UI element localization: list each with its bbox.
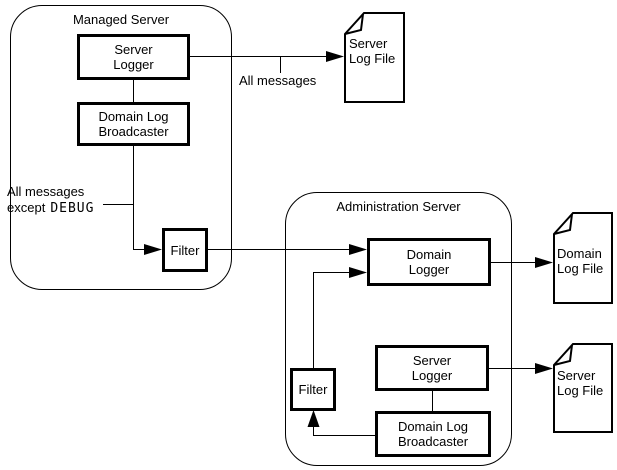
server-logger-managed-label-line2: Logger <box>113 57 154 72</box>
broadcaster-admin-label-line1: Domain Log <box>397 419 469 434</box>
edge-broadcaster-admin-to-filter-admin <box>307 410 375 436</box>
broadcaster-managed-label-line1: Domain Log <box>98 109 169 124</box>
administration-server-title: Administration Server <box>336 199 461 214</box>
server-log-file-top-icon <box>344 12 405 103</box>
domain-log-file-icon <box>553 212 613 304</box>
except-word: except <box>7 200 46 215</box>
all-messages-except-debug-label: All messages except DEBUG <box>7 184 94 217</box>
edge-serverlogger-to-serverlogfile-top <box>190 51 344 62</box>
domain-log-file-line2: Log File <box>557 261 604 276</box>
broadcaster-admin-label-line2: Broadcaster <box>397 434 469 449</box>
edge-domainlogger-to-domainlogfile <box>491 257 553 268</box>
edge-serverlogger-admin-to-serverlogfile-bottom <box>489 363 553 374</box>
domain-logger-label-line2: Logger <box>408 262 450 277</box>
filter-managed-label: Filter <box>170 242 200 258</box>
server-log-file-bottom-line1: Server <box>557 368 596 383</box>
server-logger-admin-label-line2: Logger <box>411 368 453 383</box>
server-log-file-top-line1: Server <box>349 36 388 51</box>
domain-log-file-line1: Domain <box>557 246 602 261</box>
server-logger-managed-box: Server Logger <box>77 34 190 80</box>
edge-broadcaster-to-filter-managed <box>133 146 162 255</box>
managed-server-container: Managed Server <box>10 5 232 290</box>
server-log-file-top-label: Server Log File <box>349 36 395 66</box>
debug-code-text: DEBUG <box>50 201 95 216</box>
all-messages-label: All messages <box>239 73 317 88</box>
except-debug-line1: All messages <box>7 184 85 199</box>
edge-filter-managed-to-domainlogger <box>208 244 367 255</box>
domain-logger-label-line1: Domain <box>406 247 452 262</box>
administration-server-container: Administration Server <box>285 192 512 466</box>
broadcaster-managed-label-line2: Broadcaster <box>98 124 169 139</box>
filter-managed-box: Filter <box>162 228 208 272</box>
server-log-file-bottom-label: Server Log File <box>557 368 603 398</box>
server-logger-admin-box: Server Logger <box>375 345 489 391</box>
domain-logger-box: Domain Logger <box>367 238 491 286</box>
filter-admin-box: Filter <box>290 368 336 411</box>
edge-filter-admin-to-domainlogger <box>313 267 367 368</box>
server-log-file-bottom-icon <box>553 343 613 433</box>
domain-log-broadcaster-admin-box: Domain Log Broadcaster <box>375 411 491 457</box>
server-logger-managed-label-line1: Server <box>114 42 153 57</box>
domain-log-broadcaster-managed-box: Domain Log Broadcaster <box>77 102 190 146</box>
server-logger-admin-label-line1: Server <box>412 353 452 368</box>
filter-admin-label: Filter <box>298 382 328 397</box>
server-log-file-bottom-line2: Log File <box>557 383 604 398</box>
server-log-file-top-line2: Log File <box>349 51 396 66</box>
managed-server-title: Managed Server <box>72 12 170 27</box>
domain-log-file-label: Domain Log File <box>557 246 603 276</box>
